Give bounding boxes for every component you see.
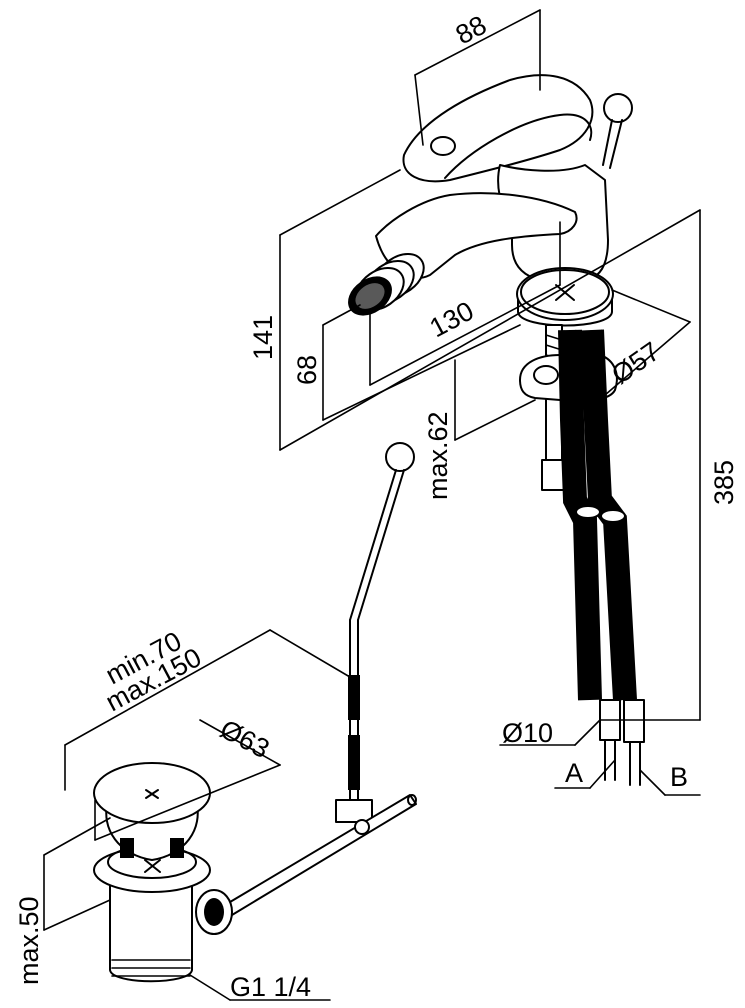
flex-hoses xyxy=(558,329,645,786)
label-connection-b: B xyxy=(670,762,688,792)
lever-handle xyxy=(402,74,594,183)
popup-rod-assembly xyxy=(224,442,417,916)
spout xyxy=(375,192,578,280)
base-rosette xyxy=(516,267,614,327)
dim-reach: 130 xyxy=(425,296,479,344)
dim-spout-width: 88 xyxy=(451,10,492,51)
dim-hose-diameter: Ø10 xyxy=(502,718,553,748)
rod-knob xyxy=(385,442,415,472)
label-connection-a: A xyxy=(565,758,583,788)
popup-knob xyxy=(603,93,633,123)
dim-waste-height: max.50 xyxy=(14,896,44,985)
dim-thread: G1 1/4 xyxy=(230,972,311,1002)
dim-hose-length: 385 xyxy=(709,460,739,505)
dimension-labels: 88 141 68 130 Ø57 max.62 385 Ø10 A B min… xyxy=(14,10,739,1002)
pull-rod xyxy=(224,794,417,916)
dim-overall-height: 141 xyxy=(248,315,278,360)
waste-valve xyxy=(93,762,233,983)
waste-body xyxy=(109,879,193,983)
dimension-lines xyxy=(43,9,701,1001)
lever-pivot xyxy=(430,136,456,156)
dim-max-deck: max.62 xyxy=(423,411,453,500)
dim-spout-height: 68 xyxy=(292,355,322,385)
faucet-assembly xyxy=(348,74,645,786)
